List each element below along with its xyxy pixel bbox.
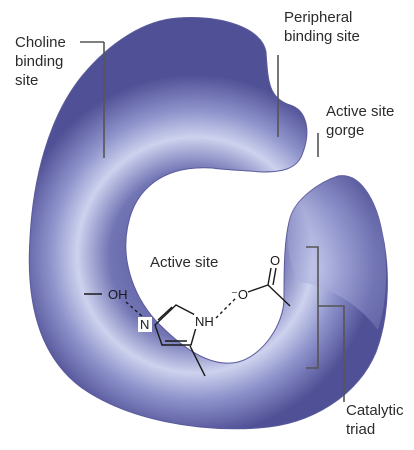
o-minus-label: ⁻O [231,287,248,302]
catalytic-leader [318,305,345,402]
enzyme-lobe [288,175,387,330]
nh-label-bg [194,314,216,329]
catalytic-bracket [306,246,319,369]
catalytic-triad-label: Catalytic triad [346,402,408,438]
oh-label: OH [108,287,128,302]
choline-binding-site-label: Choline binding site [15,34,70,89]
enzyme-body [28,17,388,430]
nh-label: NH [195,314,214,329]
carbonyl-bond [267,267,272,286]
o-double-label: O [270,253,280,268]
n-label: N [140,317,149,332]
imidazole-double-bond-2 [157,306,173,321]
active-site-gorge-label: Active site gorge [326,103,399,139]
peripheral-binding-site-label: Peripheral binding site [284,9,360,45]
n-label-bg [138,317,152,332]
glutamate-tail [267,284,291,307]
nh-hbond [215,297,237,319]
carboxylate-bond [247,284,269,293]
histidine-tail [189,345,206,377]
active-site-label: Active site [150,254,218,271]
carbonyl-bond-2 [272,267,277,286]
oh-hbond [125,301,145,319]
imidazole-ring [154,304,200,346]
